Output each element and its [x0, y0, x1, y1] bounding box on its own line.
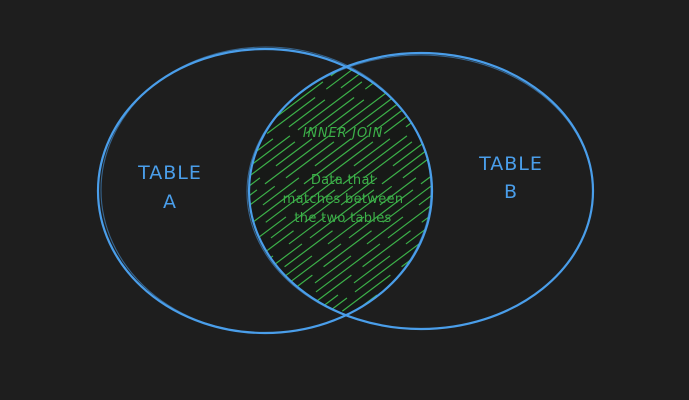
- hatch-line: [627, 0, 689, 400]
- table-a-label-line2: A: [163, 191, 177, 213]
- hatch-line: [249, 53, 251, 329]
- table-a-label-line1: TABLE: [137, 162, 202, 184]
- inner-join-description-line3: the two tables: [294, 211, 391, 226]
- hatch-line: [0, 0, 133, 400]
- table-a-outline-sketch: [100, 46, 432, 334]
- hatch-line: [405, 53, 593, 329]
- table-b-circle: [246, 51, 595, 331]
- hatch-line: [0, 0, 211, 400]
- hatch-line: [249, 53, 290, 329]
- hatch-line: [249, 53, 277, 329]
- table-b-label-line1: TABLE: [478, 153, 543, 175]
- hatch-line: [509, 53, 593, 329]
- hatch-line: [0, 0, 146, 400]
- hatch-line: [0, 0, 224, 400]
- hatch-line: [249, 53, 593, 329]
- hatch-line: [640, 0, 689, 400]
- hatch-line: [0, 0, 185, 400]
- hatch-line: [444, 53, 593, 329]
- hatch-line: [561, 53, 593, 329]
- hatch-line: [601, 0, 689, 400]
- hatch-line: [0, 0, 159, 400]
- inner-join-description-line2: matches between: [283, 192, 404, 207]
- hatch-line: [392, 53, 593, 329]
- hatch-line: [457, 53, 593, 329]
- hatch-line: [548, 53, 593, 329]
- hatch-line: [0, 0, 172, 400]
- hatch-line: [418, 53, 593, 329]
- hatch-line: [522, 53, 593, 329]
- table-b-label-line2: B: [504, 181, 518, 203]
- hatch-line: [535, 53, 593, 329]
- table-b-outline-sketch: [246, 54, 594, 330]
- table-a-circle: [96, 46, 434, 335]
- hatch-line: [587, 53, 593, 329]
- hatch-line: [249, 53, 537, 329]
- hatch-line: [249, 53, 593, 329]
- hatch-line: [614, 0, 689, 400]
- inner-join-title: INNER JOIN: [303, 126, 383, 141]
- hatch-line: [249, 53, 264, 329]
- inner-join-description-line1: Data that: [311, 173, 375, 188]
- hatch-line: [431, 53, 593, 329]
